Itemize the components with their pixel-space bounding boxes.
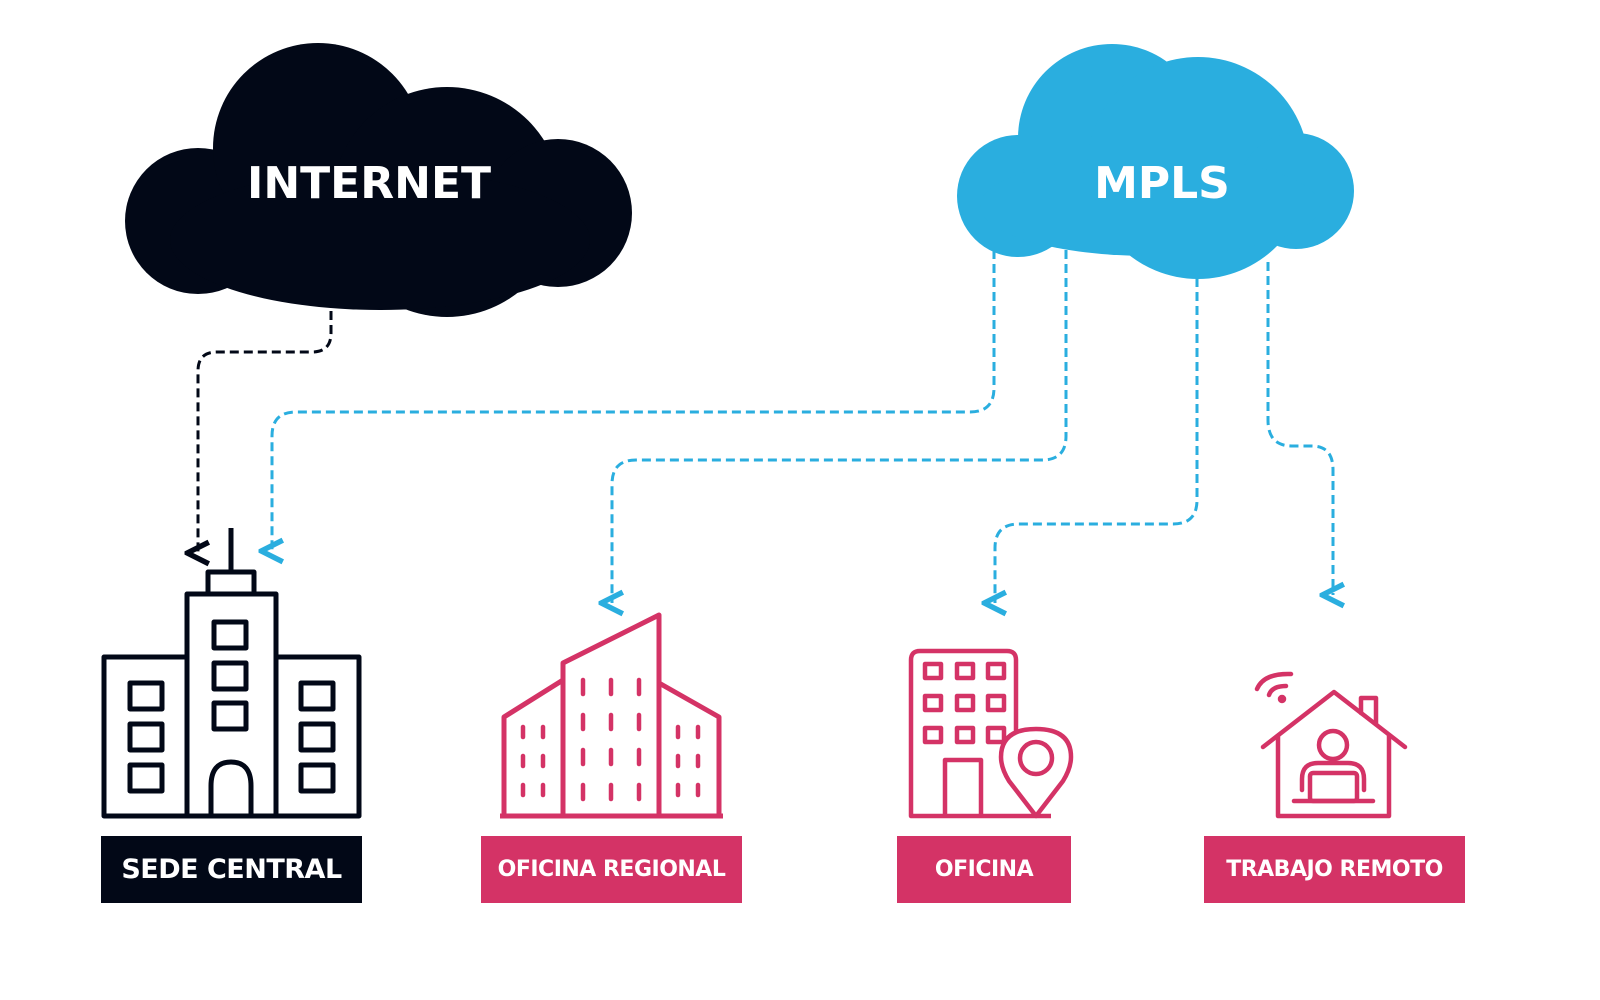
cloud-icon [957,44,1354,279]
mpls-label: MPLS [1094,158,1230,209]
connector-lines [198,250,1333,603]
headquarters-building-icon [101,528,362,819]
wifi-icon [1254,671,1294,704]
office-buildings-icon [500,612,723,819]
internet-cloud: INTERNET [125,43,632,317]
label-oficina: OFICINA [897,836,1071,903]
mpls-to-remote-link [1266,262,1333,595]
mpls-to-hq-link [272,250,996,551]
mpls-to-office-link [995,278,1199,603]
label-sede-central: SEDE CENTRAL [101,836,362,903]
internet-to-hq-link [198,311,333,553]
cloud-icon [125,43,632,317]
office-location-icon [908,648,1074,819]
internet-label: INTERNET [247,158,491,209]
mpls-cloud: MPLS [957,44,1354,279]
label-trabajo-remoto: TRABAJO REMOTO [1204,836,1465,903]
label-oficina-regional: OFICINA REGIONAL [481,836,742,903]
map-pin-icon [998,726,1074,819]
mpls-to-regional-link [612,250,1068,603]
remote-work-home-icon [1254,671,1408,819]
